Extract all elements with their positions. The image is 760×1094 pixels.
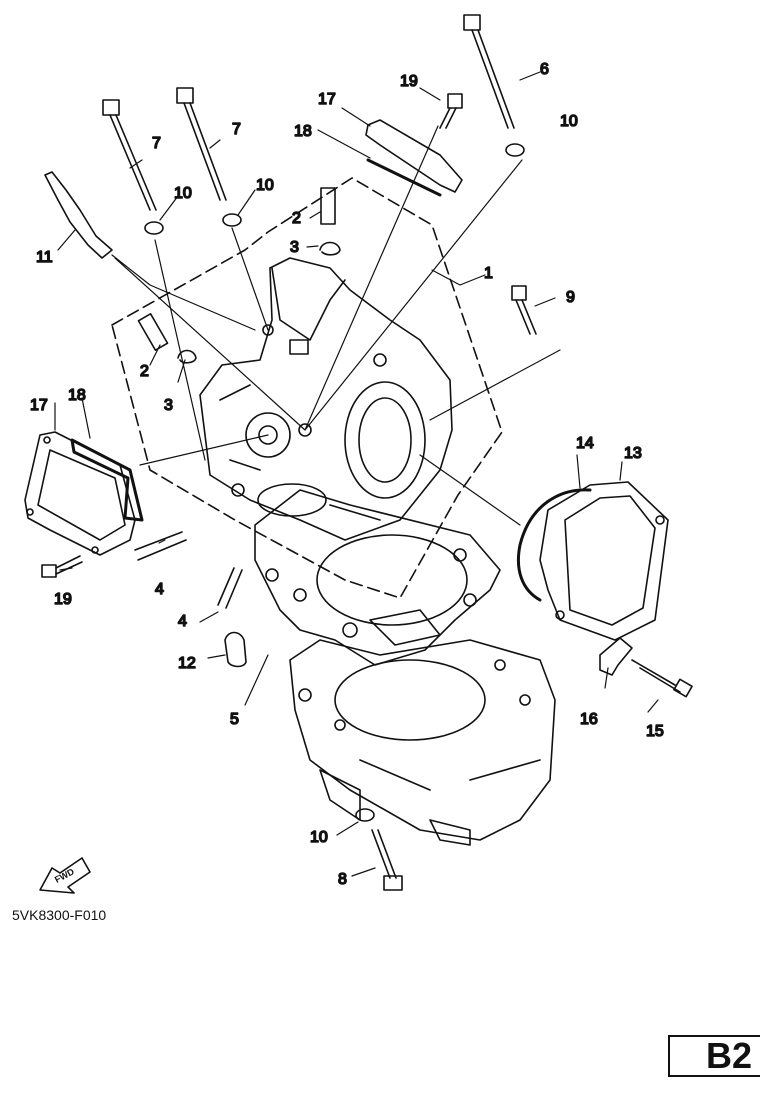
callout-4a: 4 <box>155 581 164 598</box>
cylinder-block <box>289 639 556 846</box>
cylinder-head <box>199 257 453 541</box>
valve-cover-top <box>365 119 463 197</box>
dowel-2b <box>137 312 169 352</box>
dowel-2a <box>320 187 336 225</box>
washer-10d <box>355 808 375 822</box>
sleeve-12 <box>224 631 247 668</box>
fwd-arrow <box>39 857 91 894</box>
part-code: 5VK8300-F010 <box>12 907 107 923</box>
bolt-19-left <box>41 555 83 578</box>
assembly-boundary <box>111 177 503 599</box>
callout-9: 9 <box>566 289 575 306</box>
callout-19b: 19 <box>54 591 72 608</box>
callout-6: 6 <box>540 61 549 78</box>
bolt-7-left <box>102 99 157 211</box>
callout-1: 1 <box>484 265 493 282</box>
callout-11: 11 <box>36 249 53 266</box>
washer-10a <box>144 221 164 235</box>
bolt-9 <box>511 285 537 335</box>
fwd-label: FWD <box>53 866 76 885</box>
callout-7a: 7 <box>152 135 161 152</box>
bolt-8 <box>371 829 403 891</box>
callout-18a: 18 <box>294 123 312 140</box>
callout-12: 12 <box>178 655 196 672</box>
callout-13: 13 <box>624 445 642 462</box>
bolt-6 <box>463 14 515 129</box>
bolt-15 <box>631 659 693 698</box>
spark-plug <box>44 171 113 259</box>
gasket-left <box>70 438 144 522</box>
bolt-19-top <box>439 93 463 129</box>
o-ring <box>516 488 592 602</box>
callout-10c: 10 <box>560 113 578 130</box>
valve-cover-left <box>24 431 136 556</box>
callout-10a: 10 <box>174 185 192 202</box>
callout-19a: 19 <box>400 73 418 90</box>
callout-2a: 2 <box>292 210 301 227</box>
callout-3a: 3 <box>290 239 299 256</box>
callout-2b: 2 <box>140 363 149 380</box>
side-cover <box>539 481 669 641</box>
callout-4b: 4 <box>178 613 187 630</box>
callout-5: 5 <box>230 711 239 728</box>
callout-17a: 17 <box>318 91 336 108</box>
bracket <box>599 637 633 676</box>
washer-10b <box>222 213 242 227</box>
callout-15: 15 <box>646 723 664 740</box>
callout-18b: 18 <box>68 387 86 404</box>
washer-10c <box>505 143 525 157</box>
page-tag: B2 <box>668 1035 760 1077</box>
stud-4a <box>134 531 187 561</box>
clip-3a <box>319 241 341 256</box>
callout-16: 16 <box>580 711 598 728</box>
stud-4b <box>217 567 243 609</box>
callout-10b: 10 <box>256 177 274 194</box>
callout-7b: 7 <box>232 121 241 138</box>
callout-10d: 10 <box>310 829 328 846</box>
leader-lines <box>54 71 659 877</box>
callout-14: 14 <box>576 435 594 452</box>
head-gasket <box>254 489 501 666</box>
callout-8: 8 <box>338 871 347 888</box>
callout-17b: 17 <box>30 397 48 414</box>
callout-3b: 3 <box>164 397 173 414</box>
bolt-7-right <box>176 87 227 201</box>
